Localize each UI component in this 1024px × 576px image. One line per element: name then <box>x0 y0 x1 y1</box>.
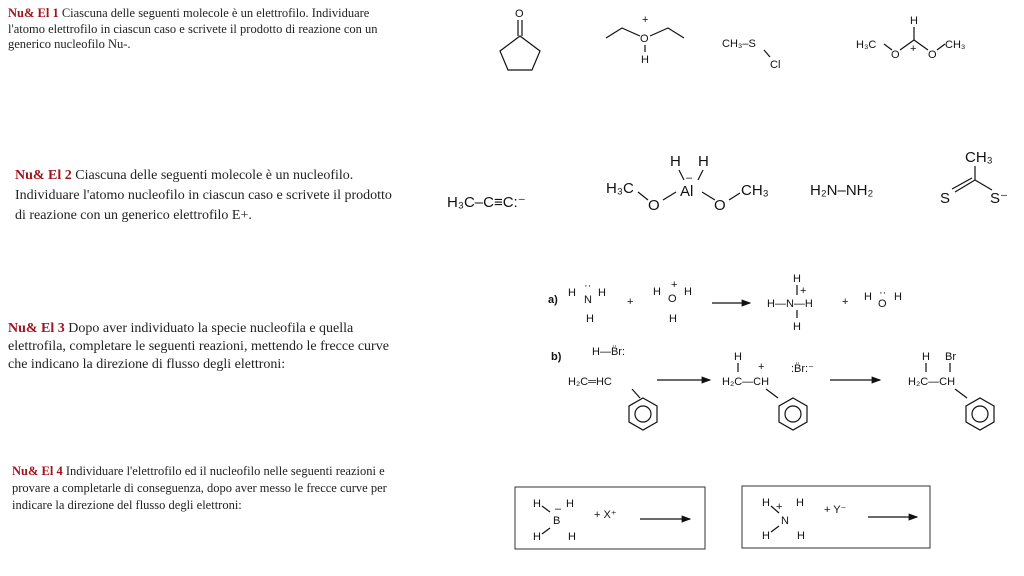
atom-label: Br <box>945 351 956 363</box>
atom-label: H <box>653 286 661 298</box>
atom-label: B <box>553 515 560 527</box>
atom-label: H₃C <box>856 39 876 51</box>
atom-label: H <box>793 321 801 333</box>
exercise-4-text: Nu& El 4 Individuare l'elettrofilo ed il… <box>12 463 402 514</box>
charge-label: + <box>671 279 677 291</box>
reaction-b: b) H—B̈r: H₂C═HC H + H₂C—CH :B̈r:⁻ H Br … <box>551 345 995 431</box>
atom-label: O <box>878 298 887 310</box>
dithioacetate: CH₃ S S⁻ <box>940 149 1008 207</box>
acetal-cation: H H₃C O + O CH₃ <box>856 15 965 61</box>
exercise-label: Nu& El 3 <box>8 321 65 336</box>
reaction-label: b) <box>551 351 562 363</box>
atom-label: H <box>568 531 576 543</box>
charge-label: + <box>758 361 764 373</box>
exercise-body: Dopo aver individuato la specie nucleofi… <box>8 321 389 372</box>
atom-label: H <box>864 291 872 303</box>
atom-label: H <box>533 498 541 510</box>
atom-label: H <box>910 15 918 27</box>
atom-label: CH₃ <box>965 149 993 166</box>
atom-label: H <box>793 273 801 285</box>
charge-label: + <box>800 285 806 297</box>
exercise-body: Individuare l'elettrofilo ed il nucleofi… <box>12 464 387 512</box>
styrene: H₂C═HC <box>568 376 612 388</box>
atom-label: Cl <box>770 59 780 71</box>
diethyl-oxonium: + O H <box>605 14 685 66</box>
reaction-a: a) H H ·· N H + H + O H H H + H—N—H H + … <box>548 273 902 333</box>
atom-label: H <box>684 286 692 298</box>
reaction-box-ammonium: H + H N H H + Y⁻ <box>741 485 931 549</box>
atom-label: O <box>648 197 660 214</box>
atom-label: H <box>894 291 902 303</box>
exercise-3-text: Nu& El 3 Dopo aver individuato la specie… <box>8 320 408 374</box>
exercise-2-text: Nu& El 2 Ciascuna delle seguenti molecol… <box>15 166 395 226</box>
exercise-body: Ciascuna delle seguenti molecole è un el… <box>8 6 378 51</box>
atom-label: H₃C <box>606 180 634 197</box>
plus-sign: + <box>842 296 848 308</box>
atom-label: H <box>698 153 709 170</box>
charge-label: + <box>776 501 782 513</box>
atom-label: H <box>670 153 681 170</box>
dimethoxy-aluminate: H₃C O H H – Al O CH₃ <box>606 153 769 214</box>
hydrazine: H₂N–NH₂ <box>810 182 873 199</box>
atom-label: CH₃ <box>741 182 769 199</box>
plus-sign: + <box>627 296 633 308</box>
atom-label: H—N—H <box>767 298 813 310</box>
bromide: :B̈r:⁻ <box>791 362 814 375</box>
acetylide: H₃C–C≡C:⁻ <box>447 194 526 211</box>
reagent: + X⁺ <box>594 509 617 521</box>
atom-label: H <box>568 287 576 299</box>
charge-label: + <box>642 14 648 26</box>
atom-label: N <box>781 515 789 527</box>
reaction-box-borohydride: H H – B H H + X⁺ <box>514 486 706 550</box>
atom-label: Al <box>680 183 693 200</box>
atom-label: CH₃–S <box>722 38 756 50</box>
exercise-label: Nu& El 4 <box>12 464 63 478</box>
atom-label: CH₃ <box>945 39 965 51</box>
exercise-label: Nu& El 1 <box>8 6 59 20</box>
atom-label: H <box>566 498 574 510</box>
product: H₂C—CH <box>908 376 955 388</box>
atom-label: H <box>762 497 770 509</box>
atom-label: H <box>641 54 649 66</box>
methanesulfenyl-chloride: CH₃–S Cl <box>722 38 780 71</box>
atom-label: O <box>515 8 524 20</box>
atom-label: H <box>586 313 594 325</box>
lone-pair: ·· <box>879 287 886 299</box>
carbocation: H₂C—CH <box>722 376 769 388</box>
cyclopentanone: O <box>499 8 541 71</box>
reagent: + Y⁻ <box>824 504 847 516</box>
atom-label: O <box>640 33 649 45</box>
charge-label: – <box>555 503 562 515</box>
hbr: H—B̈r: <box>592 345 625 358</box>
atom-label: O <box>714 197 726 214</box>
atom-label: H <box>533 531 541 543</box>
exercise-body: Ciascuna delle seguenti molecole è un nu… <box>15 168 392 223</box>
atom-label: N <box>584 294 592 306</box>
atom-label: H <box>734 351 742 363</box>
reaction-label: a) <box>548 294 558 306</box>
atom-label: H <box>797 530 805 542</box>
atom-label: S⁻ <box>990 190 1008 207</box>
atom-label: H <box>762 530 770 542</box>
atom-label: O <box>891 49 900 61</box>
atom-label: S <box>940 190 950 207</box>
atom-label: H <box>598 287 606 299</box>
atom-label: H <box>796 497 804 509</box>
atom-label: O <box>928 49 937 61</box>
exercise-1-text: Nu& El 1 Ciascuna delle seguenti molecol… <box>8 6 408 53</box>
atom-label: O <box>668 293 677 305</box>
atom-label: H <box>922 351 930 363</box>
exercise-label: Nu& El 2 <box>15 168 72 183</box>
charge-label: + <box>910 43 916 55</box>
charge-label: – <box>686 172 693 184</box>
lone-pair: ·· <box>584 280 591 292</box>
atom-label: H <box>669 313 677 325</box>
